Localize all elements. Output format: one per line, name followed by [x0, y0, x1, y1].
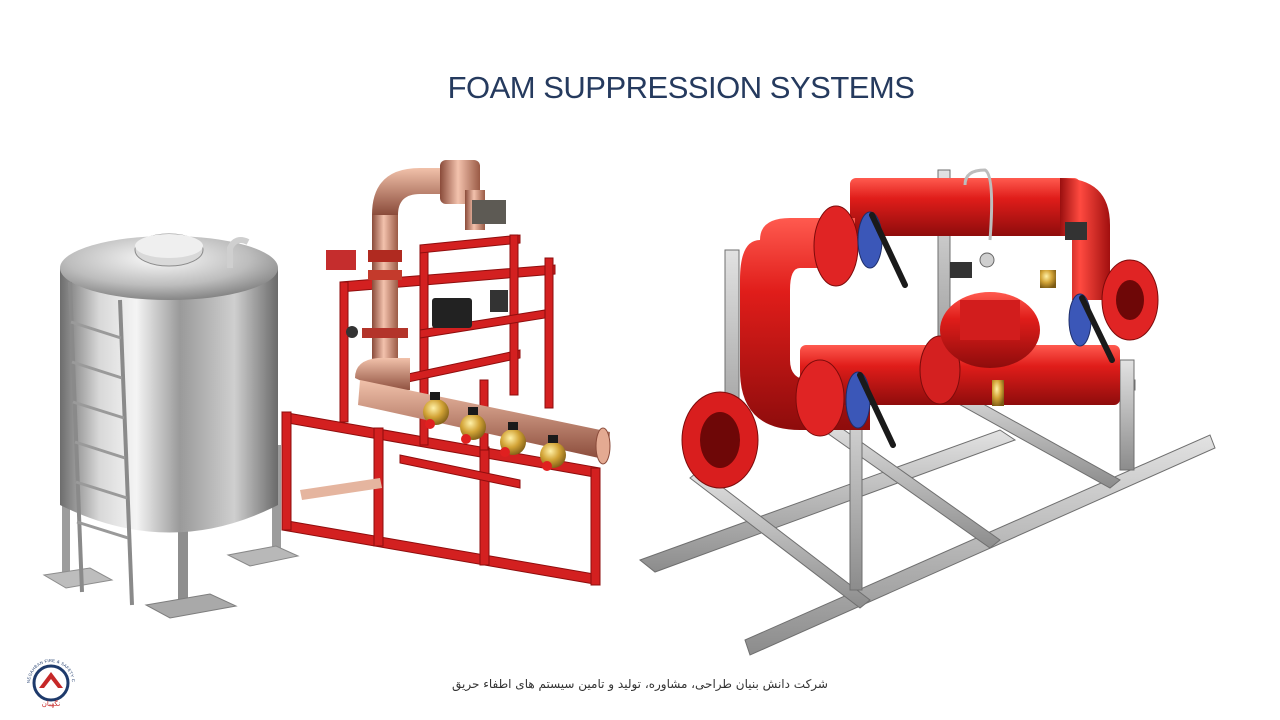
company-tagline: شرکت دانش بنیان طراحی، مشاوره، تولید و ت… [452, 677, 828, 691]
logo-name: نگهبان [42, 699, 60, 708]
deluge-valve-skid [638, 168, 1216, 656]
slide-title: FOAM SUPPRESSION SYSTEMS [447, 70, 915, 105]
foam-tank [42, 233, 300, 619]
company-logo: NEGAHBAN FIRE & SAFETY CO. نگهبان [22, 650, 76, 708]
proportioner-skid [281, 160, 611, 586]
